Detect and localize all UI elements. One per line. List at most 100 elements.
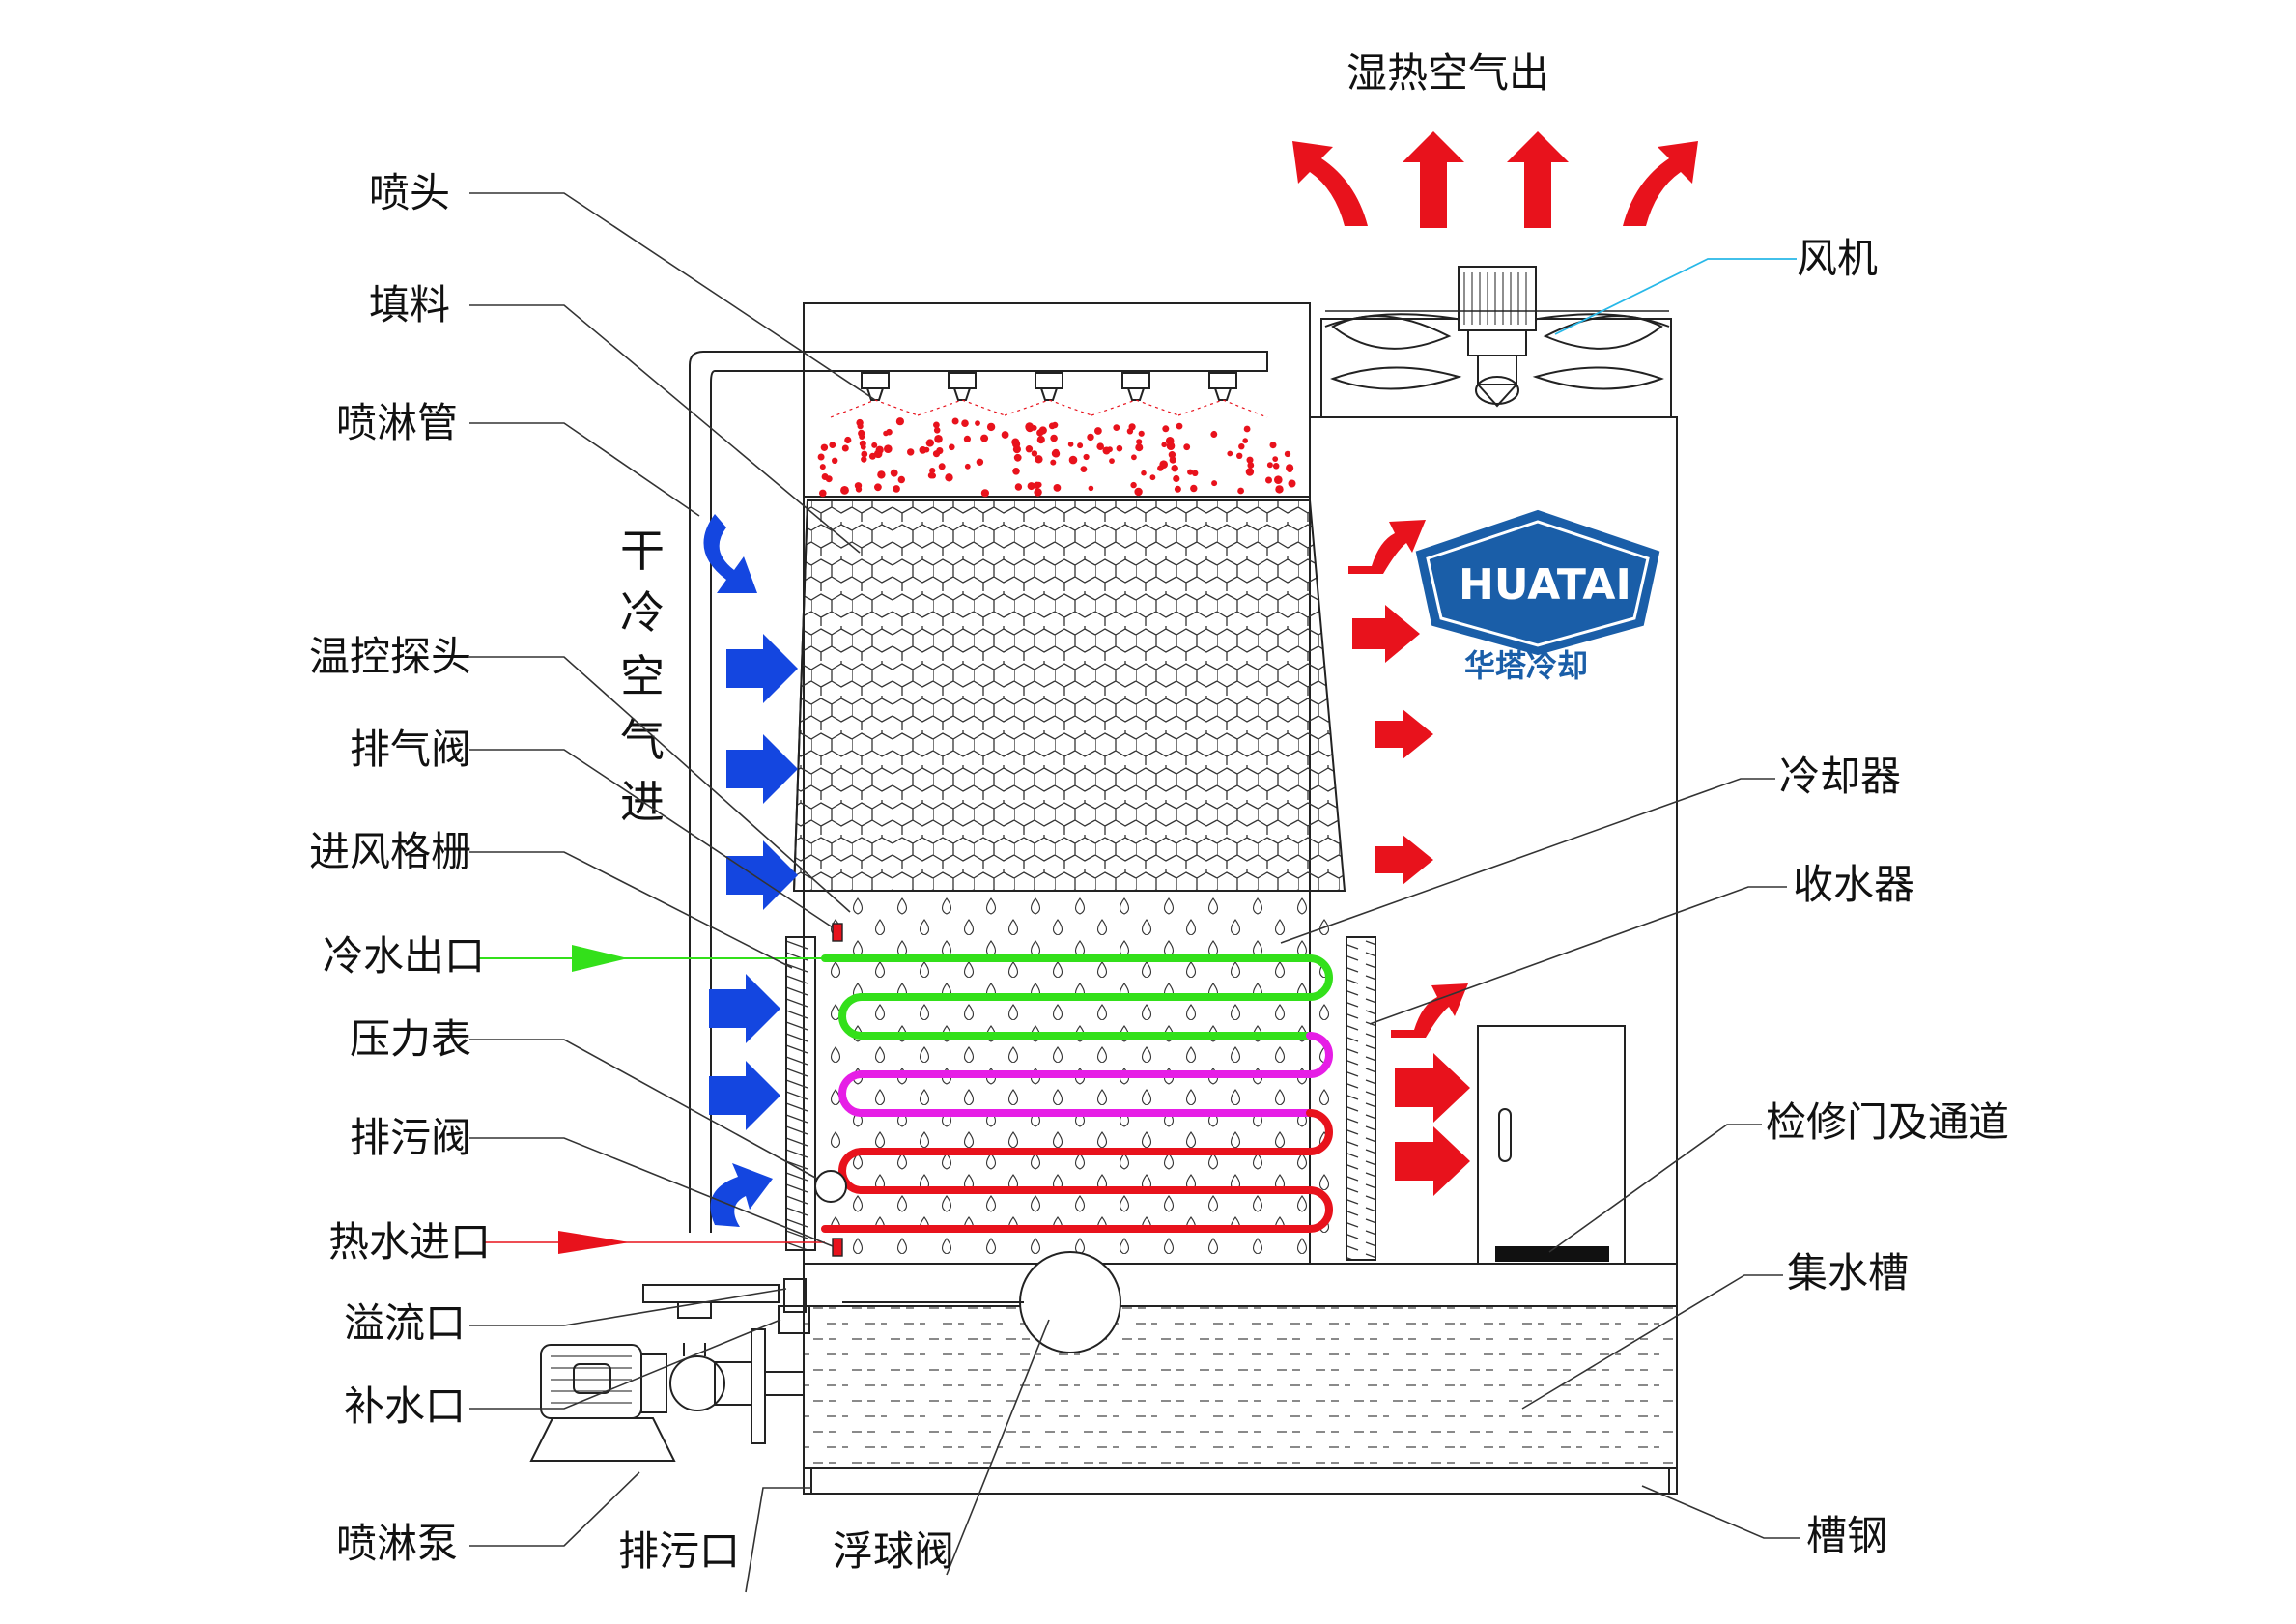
spray-droplet [1131, 454, 1137, 461]
spray-droplet [1173, 474, 1180, 483]
hot-air-side-arrows [1348, 520, 1470, 1196]
nozzles [830, 372, 1268, 418]
fan-label: 风机 [1797, 235, 1878, 282]
drain-outlet-label: 排污口 [618, 1527, 740, 1575]
spray-droplet [1035, 455, 1043, 464]
spray-droplet [875, 445, 884, 454]
spray-droplet [1168, 451, 1176, 459]
basin [803, 1264, 1678, 1495]
spray-droplet [861, 450, 868, 458]
spray-droplet [1149, 474, 1156, 481]
spray-droplet [951, 417, 959, 425]
spray-pipe-label: 喷淋管 [336, 399, 458, 446]
nozzle-4 [1121, 372, 1150, 401]
cold-air-arrow-1 [703, 514, 757, 593]
spray-droplet [1031, 450, 1038, 457]
spray-droplet [1096, 442, 1104, 451]
spray-droplet [1247, 462, 1255, 469]
nozzle-3 [1035, 372, 1063, 401]
cold-water-out-label: 冷水出口 [323, 932, 485, 980]
spray-droplet [829, 442, 836, 448]
spray-droplet [986, 422, 996, 432]
spray-droplet [1130, 481, 1137, 489]
spray-pump-label: 喷淋泵 [336, 1520, 458, 1567]
spray-droplet [1265, 476, 1272, 484]
spray-droplet [1068, 455, 1078, 465]
spray-droplet [1227, 450, 1233, 457]
inlet-grille-label: 进风格栅 [309, 828, 471, 875]
fill-media [792, 499, 1346, 892]
spray-droplet [1050, 459, 1057, 466]
spray-droplet [1077, 442, 1084, 449]
spray-droplet [1169, 456, 1176, 464]
spray-droplet [1113, 424, 1120, 431]
spray-droplet [832, 457, 838, 464]
spray-droplet [1190, 484, 1198, 493]
blowdown-valve-label: 排污阀 [350, 1114, 471, 1161]
spray-droplet [868, 452, 876, 460]
inlet-grille [785, 936, 816, 1251]
spray-droplet [929, 468, 936, 474]
exhaust-valve-leader [469, 749, 834, 928]
spray-droplet [964, 463, 971, 470]
nozzle-label: 喷头 [369, 169, 450, 216]
fan-assembly [1320, 266, 1672, 418]
access-door[interactable] [1477, 1025, 1626, 1265]
fill-label: 填料 [369, 281, 450, 328]
coil-magenta [838, 1032, 1333, 1117]
makeup-water-leader [469, 1319, 781, 1410]
dry-cold-air-char-1: 干 [620, 525, 665, 577]
basin-leader [1521, 1274, 1783, 1410]
spray-droplet [871, 442, 878, 448]
spray-droplet [840, 486, 849, 495]
drift-eliminator-leader [1369, 886, 1787, 1025]
hot-water-in-arrow [483, 1231, 825, 1254]
spray-droplet [933, 427, 941, 434]
spray-droplet [1001, 431, 1009, 439]
cold-air-in-arrows [703, 514, 798, 1227]
float-valve-leader [946, 1319, 1050, 1576]
spray-droplet [825, 475, 833, 483]
spray-droplet [1050, 434, 1058, 442]
channel-steel-label: 槽钢 [1806, 1512, 1887, 1559]
hot-air-side-arrow-5 [1391, 983, 1468, 1038]
hot-air-side-arrow-2 [1352, 605, 1420, 663]
spray-droplet [1109, 458, 1115, 464]
spray-droplet [1141, 470, 1147, 476]
logo-brand-en: HUATAI [1459, 560, 1631, 610]
drain-outlet-leader [745, 1487, 811, 1593]
spray-droplet [1166, 442, 1176, 451]
coil-fittings [814, 923, 847, 1257]
spray-droplet [1134, 487, 1143, 497]
spray-droplet [1274, 475, 1283, 485]
spray-droplet [817, 453, 825, 461]
access-walkway [1495, 1246, 1609, 1262]
cooler-coil [821, 954, 1333, 1233]
spray-droplet [1014, 483, 1023, 491]
float-valve-label: 浮球阀 [833, 1527, 954, 1575]
spray-droplet [1135, 443, 1144, 452]
cold-air-arrow-2 [726, 634, 798, 703]
spray-droplet [976, 458, 984, 466]
spray-droplet [980, 489, 989, 498]
nozzle-1 [861, 372, 890, 401]
fan-label-group: 风机 [1554, 235, 1878, 335]
makeup-water-label: 补水口 [344, 1382, 466, 1430]
spray-droplet [1238, 443, 1245, 450]
spray-droplet [1126, 428, 1134, 435]
spray-droplet [1080, 466, 1088, 472]
right-labels: 冷却器 收水器 检修门及通道 集水槽 槽钢 [1280, 753, 2009, 1559]
spray-droplet [1192, 470, 1199, 476]
cooler-leader [1280, 778, 1775, 944]
spray-droplet [1052, 450, 1061, 458]
spray-droplet [897, 475, 905, 484]
spray-droplet [1272, 456, 1279, 462]
spray-pipe-leader [469, 422, 700, 517]
spray-droplet [1287, 467, 1293, 473]
spray-droplet [1242, 438, 1248, 443]
exhaust-valve-label: 排气阀 [350, 726, 471, 773]
spray-droplet [1246, 456, 1254, 464]
spray-droplet [1107, 446, 1113, 453]
spray-droplet [860, 443, 866, 450]
